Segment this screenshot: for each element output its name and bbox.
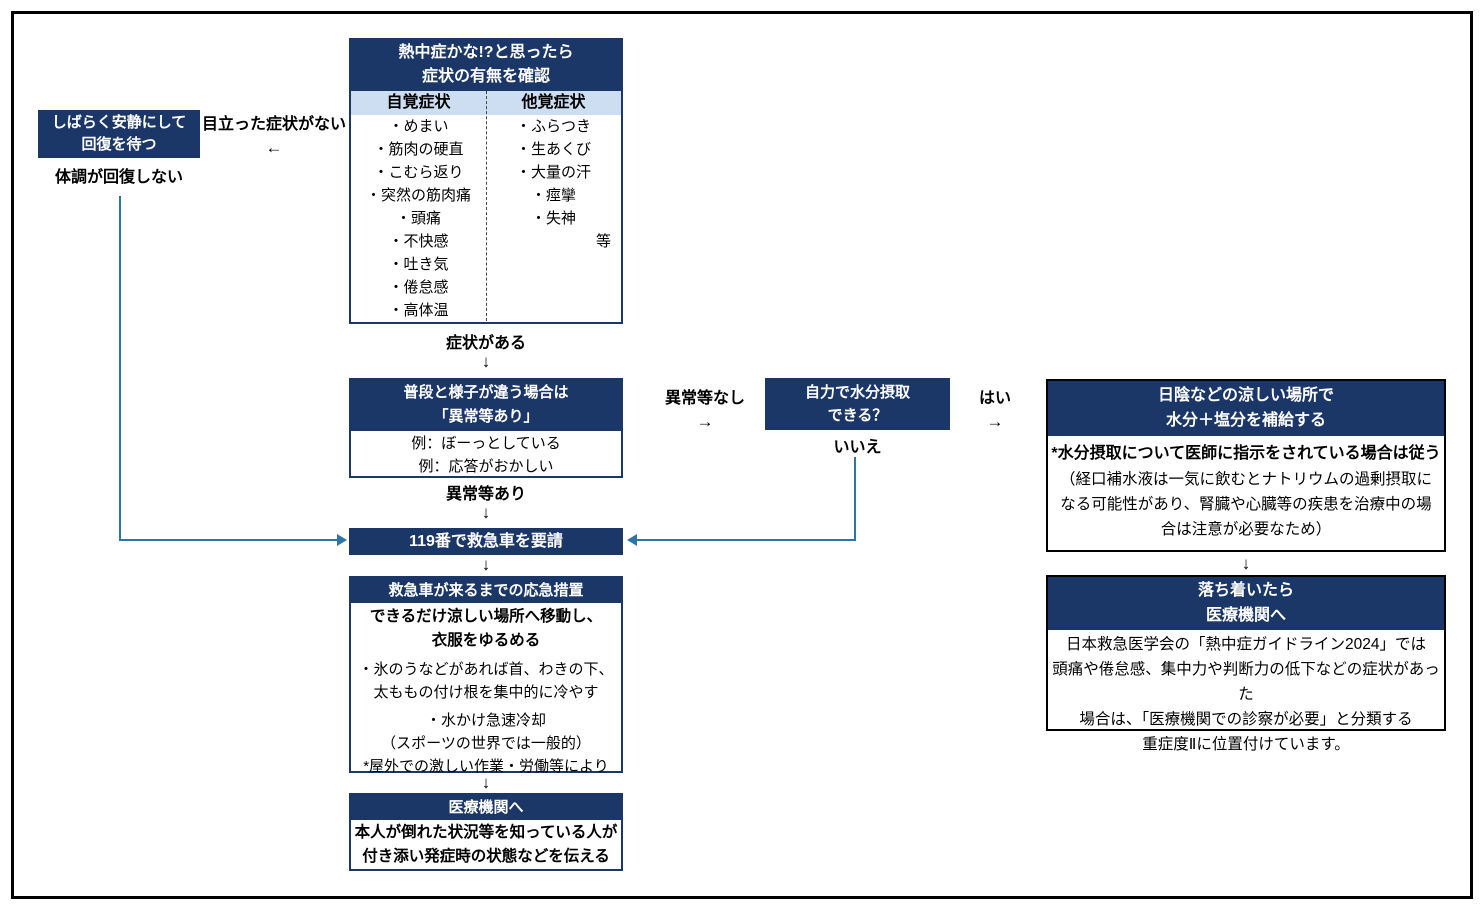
cool-place-box-header: 日陰などの涼しい場所で 水分＋塩分を補給する	[1048, 381, 1444, 436]
first-aid-item2-line1: ・水かけ急速冷却	[425, 712, 546, 729]
list-item: ・大量の汗	[515, 164, 591, 181]
cool-place-note-line3: 合は注意が必要なため）	[1160, 521, 1332, 538]
connector-right-vertical	[854, 457, 856, 541]
abnormal-yes-label: 異常等あり	[445, 486, 526, 503]
first-aid-item2-line2: （スポーツの世界では一般的）	[381, 735, 591, 752]
first-aid-bold-line1: できるだけ涼しい場所へ移動し、	[369, 608, 603, 625]
abnormal-example-1: 例：ぼーっとしている	[411, 435, 561, 452]
rest-box-line1: しばらく安静にして	[51, 114, 187, 131]
first-aid-bold-line2: 衣服をゆるめる	[431, 632, 541, 649]
hospital-box: 医療機関へ 本人が倒れた状況等を知っている人が 付き添い発症時の状態などを伝える	[349, 793, 623, 871]
cool-place-note-line2: なる可能性があり、腎臓や心臓等の疾患を治療中の場	[1060, 496, 1432, 513]
list-item: ・突然の筋肉痛	[365, 187, 471, 204]
answer-no-label: いいえ	[833, 439, 882, 456]
calm-hospital-box: 落ち着いたら 医療機関へ 日本救急医学会の「熱中症ガイドライン2024」では 頭…	[1046, 575, 1446, 753]
calm-box-header-line1: 落ち着いたら	[1197, 582, 1294, 599]
list-item: ・ふらつき	[515, 118, 591, 135]
list-item: ・高体温	[388, 302, 449, 319]
list-item: ・頭痛	[395, 210, 441, 227]
subjective-symptoms-header: 自覚症状	[386, 94, 451, 111]
list-item: ・痙攣	[530, 187, 576, 204]
hydrate-question-line2: できる？	[827, 407, 888, 424]
connector-left-horizontal	[119, 539, 338, 541]
calm-body-line1: 日本救急医学会の「熱中症ガイドライン2024」では	[1066, 636, 1426, 653]
cool-place-note-line1: （経口補水液は一気に飲むとナトリウムの過剰摂取に	[1059, 471, 1432, 488]
calm-box-header: 落ち着いたら 医療機関へ	[1048, 577, 1444, 630]
calm-body-line2: 頭痛や倦怠感、集中力や判断力の低下などの症状があった	[1052, 661, 1440, 703]
column-divider	[486, 91, 487, 321]
left-arrow: ←	[265, 138, 283, 157]
abnormal-condition-box: 普段と様子が違う場合は 「異常等あり」 例：ぼーっとしている 例：応答がおかしい	[349, 378, 623, 478]
down-arrow-2: ↓	[481, 503, 491, 522]
not-recovering-label: 体調が回復しない	[54, 169, 183, 186]
abnormal-box-body: 例：ぼーっとしている 例：応答がおかしい	[351, 431, 621, 478]
list-item: ・めまい	[388, 118, 449, 135]
connector-left-vertical	[119, 196, 121, 540]
objective-symptoms-list: ・ふらつき ・生あくび ・大量の汗 ・痙攣 ・失神 等	[486, 115, 621, 321]
connector-right-arrowhead-icon	[627, 534, 637, 546]
list-item: ・生あくび	[515, 141, 591, 158]
first-aid-box: 救急車が来るまでの応急措置 できるだけ涼しい場所へ移動し、 衣服をゆるめる ・氷…	[349, 576, 623, 775]
hospital-body-line1: 本人が倒れた状況等を知っている人が	[354, 824, 618, 841]
list-item: ・失神	[530, 210, 576, 227]
symptom-check-table: 熱中症かな!?と思ったら 症状の有無を確認 自覚症状 他覚症状 ・めまい ・筋肉…	[349, 38, 623, 324]
abnormal-box-header-line2: 「異常等あり」	[433, 408, 539, 425]
hydrate-question-line1: 自力で水分摂取	[804, 384, 910, 401]
list-item: ・筋肉の硬直	[373, 141, 464, 158]
objective-symptoms-header: 他覚症状	[521, 94, 586, 111]
down-arrow-5: ↓	[1241, 554, 1251, 573]
list-item: ・こむら返り	[373, 164, 464, 181]
etc-label: 等	[595, 233, 611, 250]
cool-place-box: 日陰などの涼しい場所で 水分＋塩分を補給する *水分摂取について医師に指示をされ…	[1046, 379, 1446, 552]
abnormal-no-branch: 異常等なし →	[645, 384, 765, 436]
right-arrow-1: →	[696, 412, 714, 431]
calm-body-line4: 重症度Ⅱに位置付けています。	[1142, 736, 1350, 753]
cool-place-box-body: *水分摂取について医師に指示をされている場合は従う （経口補水液は一気に飲むとナ…	[1048, 436, 1444, 542]
symptom-table-title-line2: 症状の有無を確認	[421, 68, 550, 85]
symptom-table-title: 熱中症かな!?と思ったら 症状の有無を確認	[351, 40, 621, 91]
abnormal-example-2: 例：応答がおかしい	[418, 458, 554, 475]
connector-left-arrowhead-icon	[337, 534, 347, 546]
hospital-body-line2: 付き添い発症時の状態などを伝える	[362, 848, 610, 865]
cool-place-header-line2: 水分＋塩分を補給する	[1165, 412, 1326, 429]
list-item: ・倦怠感	[388, 279, 449, 296]
cool-place-header-line1: 日陰などの涼しい場所で	[1157, 387, 1334, 404]
abnormal-box-header: 普段と様子が違う場合は 「異常等あり」	[351, 380, 621, 431]
hospital-box-header: 医療機関へ	[351, 795, 621, 820]
abnormal-no-label: 異常等なし	[664, 390, 745, 407]
first-aid-item1-line1: ・氷のうなどがあれば首、わきの下、	[358, 661, 614, 678]
down-arrow-1: ↓	[481, 352, 491, 371]
connector-right-horizontal	[637, 539, 856, 541]
right-arrow-2: →	[986, 412, 1004, 431]
answer-yes-branch: はい →	[955, 384, 1035, 436]
no-obvious-symptoms-label: 目立った症状がない	[201, 116, 346, 133]
cool-place-note-bold: *水分摂取について医師に指示をされている場合は従う	[1051, 445, 1441, 462]
down-arrow-4: ↓	[481, 773, 491, 792]
answer-yes-label: はい	[978, 390, 1011, 407]
call-119-box: 119番で救急車を要請	[349, 528, 623, 555]
calm-box-header-line2: 医療機関へ	[1205, 607, 1286, 624]
calm-box-body: 日本救急医学会の「熱中症ガイドライン2024」では 頭痛や倦怠感、集中力や判断力…	[1048, 630, 1444, 757]
rest-box-line2: 回復を待つ	[81, 136, 157, 153]
first-aid-item1-line2: 太ももの付け根を集中的に冷やす	[373, 684, 599, 701]
list-item: ・吐き気	[388, 256, 449, 273]
hydrate-question-box: 自力で水分摂取 できる？	[765, 378, 950, 430]
no-obvious-symptoms-branch: 目立った症状がない ←	[200, 110, 348, 162]
list-item: ・不快感	[388, 233, 449, 250]
first-aid-item2-line3: *屋外での激しい作業・労働等により	[363, 758, 609, 775]
first-aid-box-header: 救急車が来るまでの応急措置	[351, 578, 621, 603]
symptom-table-title-line1: 熱中症かな!?と思ったら	[398, 44, 574, 61]
has-symptoms-label: 症状がある	[445, 335, 526, 352]
abnormal-box-header-line1: 普段と様子が違う場合は	[403, 384, 569, 401]
subjective-symptoms-list: ・めまい ・筋肉の硬直 ・こむら返り ・突然の筋肉痛 ・頭痛 ・不快感 ・吐き気…	[351, 115, 486, 321]
rest-and-wait-box: しばらく安静にして 回復を待つ	[38, 110, 200, 158]
hospital-box-body: 本人が倒れた状況等を知っている人が 付き添い発症時の状態などを伝える	[351, 820, 621, 869]
symptom-table-body: ・めまい ・筋肉の硬直 ・こむら返り ・突然の筋肉痛 ・頭痛 ・不快感 ・吐き気…	[351, 91, 621, 321]
calm-body-line3: 場合は、「医療機関での診察が必要」と分類する	[1079, 711, 1413, 728]
first-aid-box-body: できるだけ涼しい場所へ移動し、 衣服をゆるめる ・氷のうなどがあれば首、わきの下…	[351, 603, 621, 778]
down-arrow-3: ↓	[481, 555, 491, 574]
